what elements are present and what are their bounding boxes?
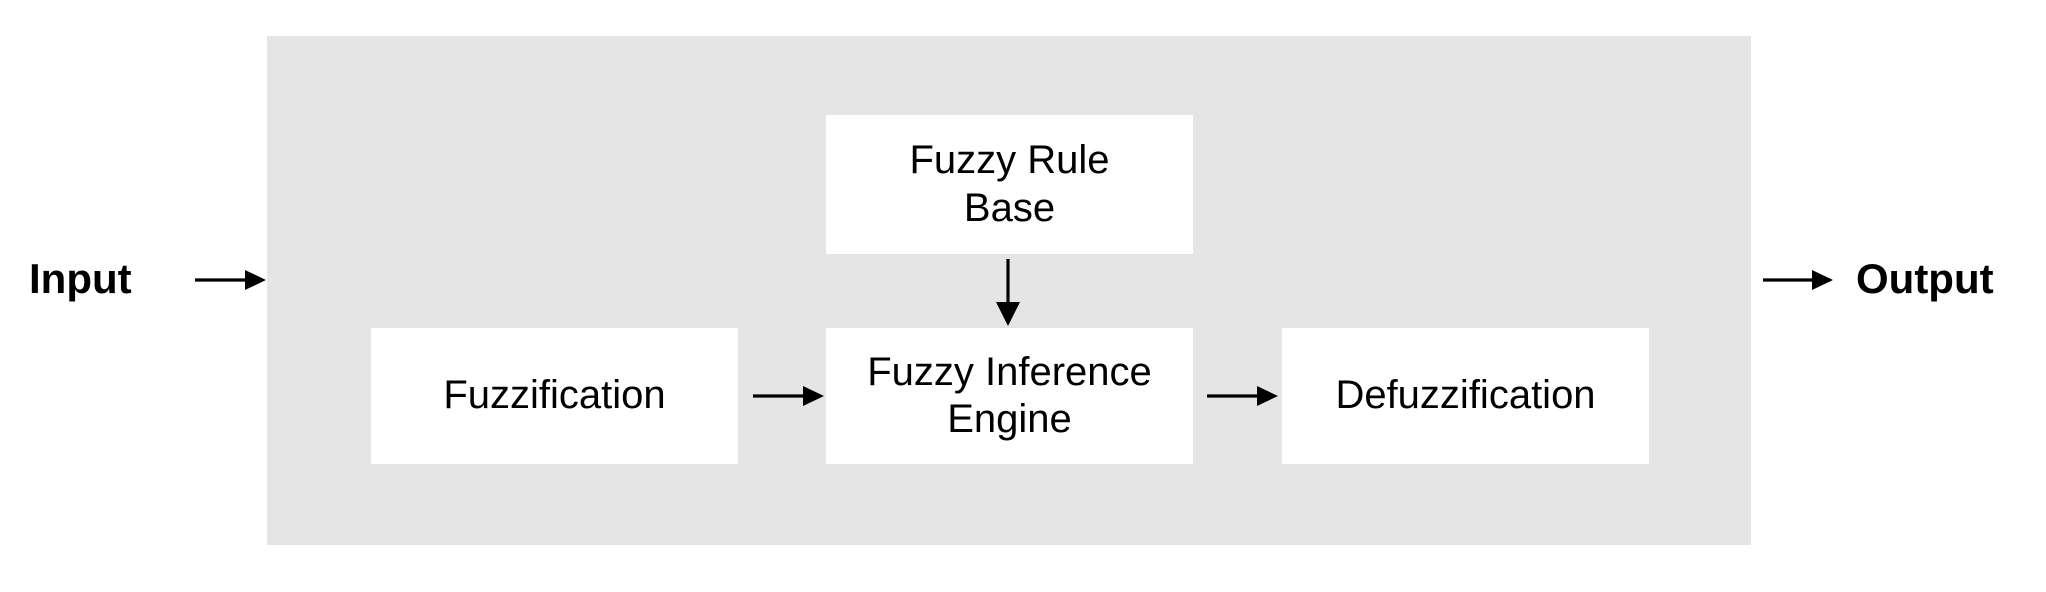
box-fuzzy-inference-engine-line2: Engine <box>947 397 1072 441</box>
input-label: Input <box>29 255 132 302</box>
box-defuzzification: Defuzzification <box>1282 328 1649 464</box>
box-fuzzy-inference-engine-line1: Fuzzy Inference <box>867 349 1152 394</box>
box-fuzzy-rule-base-line2: Base <box>963 185 1056 230</box>
box-fuzzification-text: Fuzzification <box>443 372 665 419</box>
box-fuzzy-rule-base-text: Fuzzy Rule Base <box>909 137 1109 231</box>
box-fuzzification: Fuzzification <box>371 328 738 464</box>
box-defuzzification-line1: Defuzzification <box>1335 373 1596 418</box>
box-fuzzy-rule-base: Fuzzy Rule Base <box>826 115 1193 254</box>
arrow-system-to-output <box>1763 270 1833 290</box>
box-fuzzification-line1: Fuzzification <box>443 373 666 418</box>
fuzzy-system-boundary <box>267 36 1751 545</box>
output-label: Output <box>1856 255 1994 302</box>
box-fuzzy-inference-engine-text: Fuzzy Inference Engine <box>867 349 1152 443</box>
arrow-input-to-system <box>195 270 266 290</box>
box-fuzzy-rule-base-line1: Fuzzy Rule <box>909 138 1110 183</box>
box-defuzzification-text: Defuzzification <box>1335 372 1595 419</box>
box-fuzzy-inference-engine: Fuzzy Inference Engine <box>826 328 1193 464</box>
